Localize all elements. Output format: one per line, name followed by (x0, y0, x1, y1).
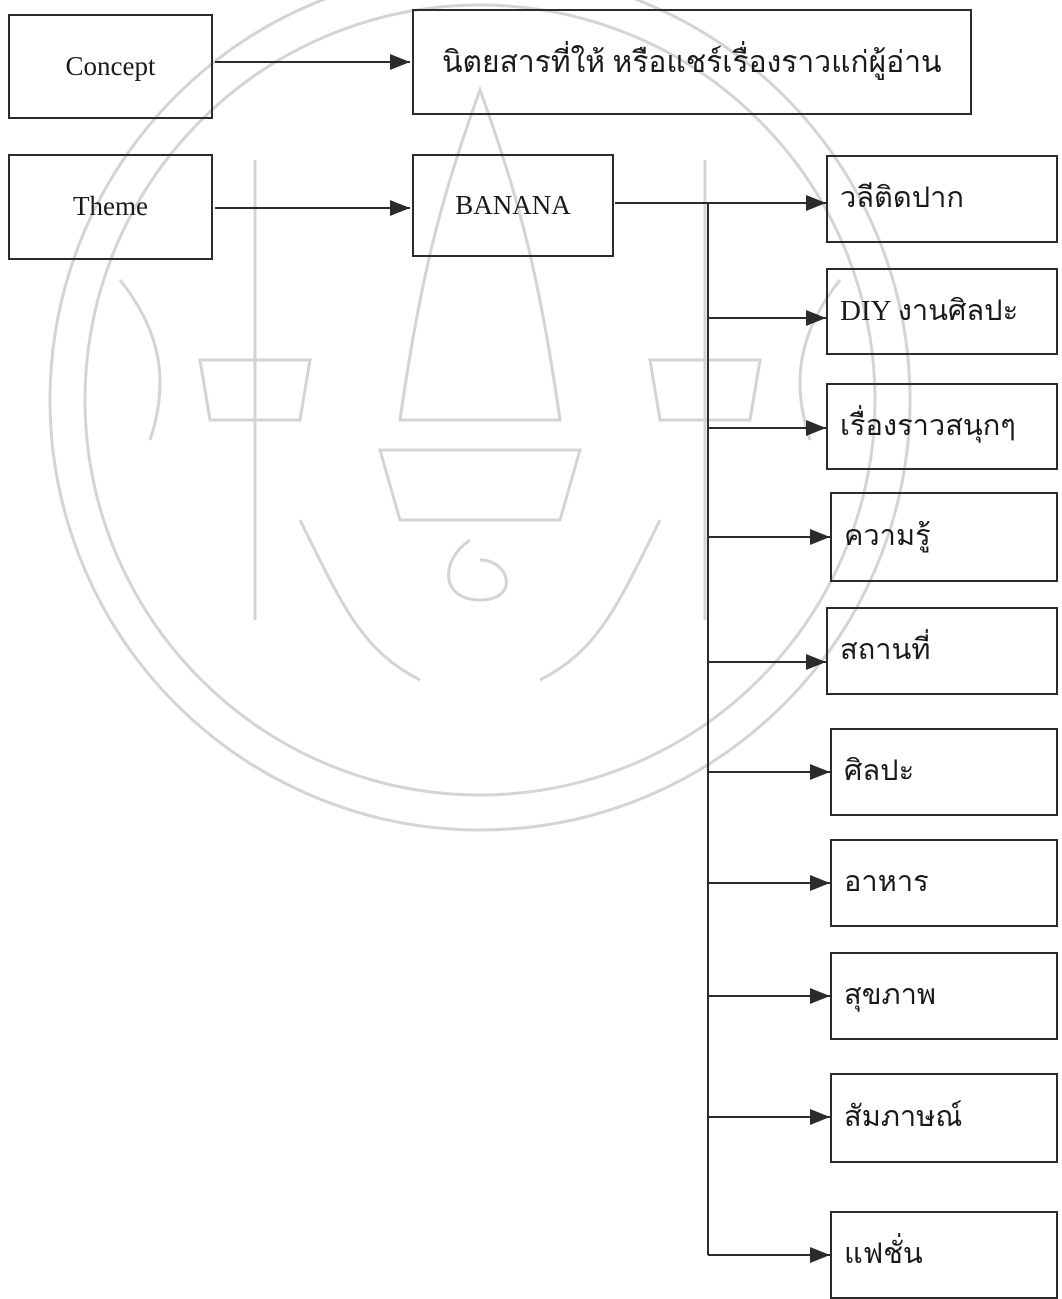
category-label-8: สุขภาพ (844, 979, 937, 1012)
theme-label-box: Theme (8, 154, 213, 260)
concept-value: นิตยสารที่ให้ หรือแชร์เรื่องราวแก่ผู้อ่า… (442, 45, 942, 79)
category-box-5: สถานที่ (826, 607, 1058, 695)
category-label-9: สัมภาษณ์ (844, 1101, 963, 1134)
category-box-4: ความรู้ (830, 492, 1058, 582)
category-box-2: DIY งานศิลปะ (826, 268, 1058, 355)
category-box-1: วลีติดปาก (826, 155, 1058, 243)
category-label-7: อาหาร (844, 866, 929, 899)
category-box-6: ศิลปะ (830, 728, 1058, 816)
category-label-2: DIY งานศิลปะ (840, 294, 1019, 327)
concept-label-box: Concept (8, 14, 213, 119)
category-label-4: ความรู้ (844, 520, 931, 553)
category-label-5: สถานที่ (840, 634, 931, 667)
theme-label: Theme (73, 191, 148, 222)
category-box-9: สัมภาษณ์ (830, 1073, 1058, 1163)
category-label-1: วลีติดปาก (840, 182, 964, 215)
category-box-8: สุขภาพ (830, 952, 1058, 1040)
category-box-7: อาหาร (830, 839, 1058, 927)
category-label-6: ศิลปะ (844, 755, 915, 788)
concept-value-box: นิตยสารที่ให้ หรือแชร์เรื่องราวแก่ผู้อ่า… (412, 9, 972, 115)
category-label-10: แฟชั่น (844, 1238, 923, 1271)
category-label-3: เรื่องราวสนุกๆ (840, 409, 1016, 442)
concept-label: Concept (65, 50, 156, 81)
theme-value-box: BANANA (412, 154, 614, 257)
category-box-3: เรื่องราวสนุกๆ (826, 383, 1058, 470)
category-box-10: แฟชั่น (830, 1211, 1058, 1299)
theme-value: BANANA (455, 189, 571, 220)
